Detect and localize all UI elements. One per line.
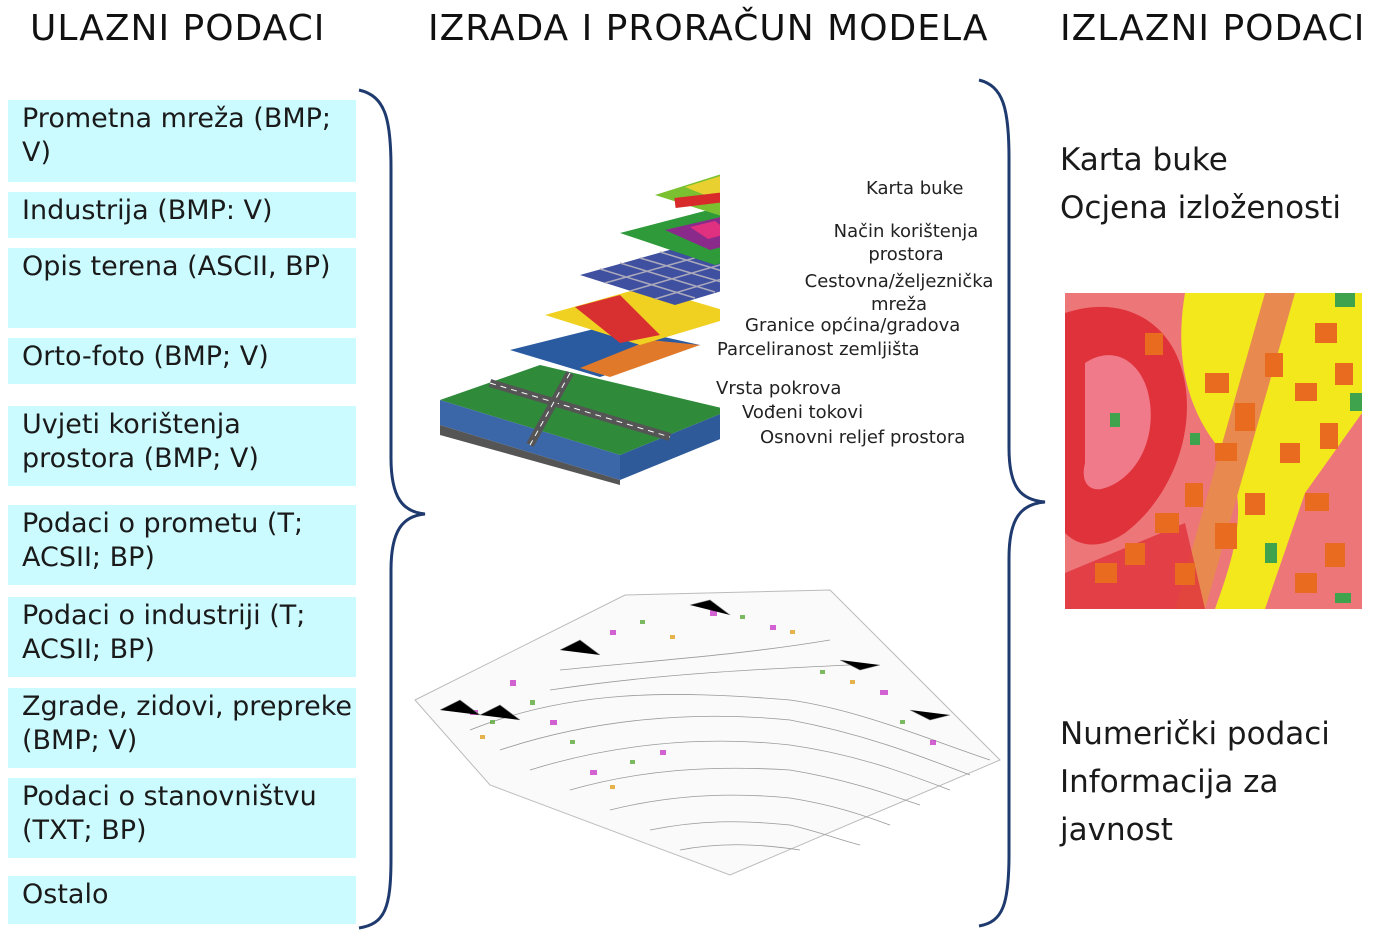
input-item-traffic-network: Prometna mreža (BMP; V) [8, 100, 356, 182]
input-item-orthophoto: Orto-foto (BMP; V) [8, 338, 356, 384]
output-public-info-line1: Informacija za [1060, 764, 1279, 800]
noise-map-image [1065, 293, 1362, 609]
layer-label-cover-type: Vrsta pokrova [716, 378, 842, 399]
terrain-model-illustration [414, 589, 1001, 876]
output-exposure-assessment: Ocjena izloženosti [1060, 190, 1341, 226]
layer-label-noise-map: Karta buke [866, 178, 964, 199]
input-item-land-use: Uvjeti korištenja prostora (BMP; V) [8, 406, 356, 486]
output-public-info-line2: javnost [1060, 812, 1173, 848]
output-numerical-data: Numerički podaci [1060, 716, 1330, 752]
layer-label-parcels: Parceliranost zemljišta [717, 339, 920, 360]
input-item-industry: Industrija (BMP: V) [8, 192, 356, 238]
input-item-traffic-data: Podaci o prometu (T; ACSII; BP) [8, 505, 356, 585]
output-header: IZLAZNI PODACI [1060, 8, 1366, 49]
output-noise-map: Karta buke [1060, 142, 1228, 178]
input-item-population: Podaci o stanovništvu (TXT; BP) [8, 778, 356, 858]
layer-stack-illustration [440, 174, 720, 485]
right-brace [978, 78, 1046, 928]
input-item-terrain: Opis terena (ASCII, BP) [8, 248, 356, 328]
model-header: IZRADA I PRORAČUN MODELA [428, 8, 989, 49]
left-brace [358, 88, 426, 930]
layer-label-land-use: Način korištenja prostora [833, 221, 979, 265]
layer-label-relief: Osnovni reljef prostora [760, 427, 966, 448]
layer-label-boundaries: Granice općina/gradova [745, 315, 961, 336]
input-item-buildings: Zgrade, zidovi, prepreke (BMP; V) [8, 688, 356, 768]
layer-label-waterways: Vođeni tokovi [742, 402, 864, 423]
input-item-industry-data: Podaci o industriji (T; ACSII; BP) [8, 597, 356, 677]
input-item-other: Ostalo [8, 876, 356, 924]
layer-label-road-rail: Cestovna/željeznička mreža [804, 271, 994, 315]
input-header: ULAZNI PODACI [30, 8, 326, 49]
